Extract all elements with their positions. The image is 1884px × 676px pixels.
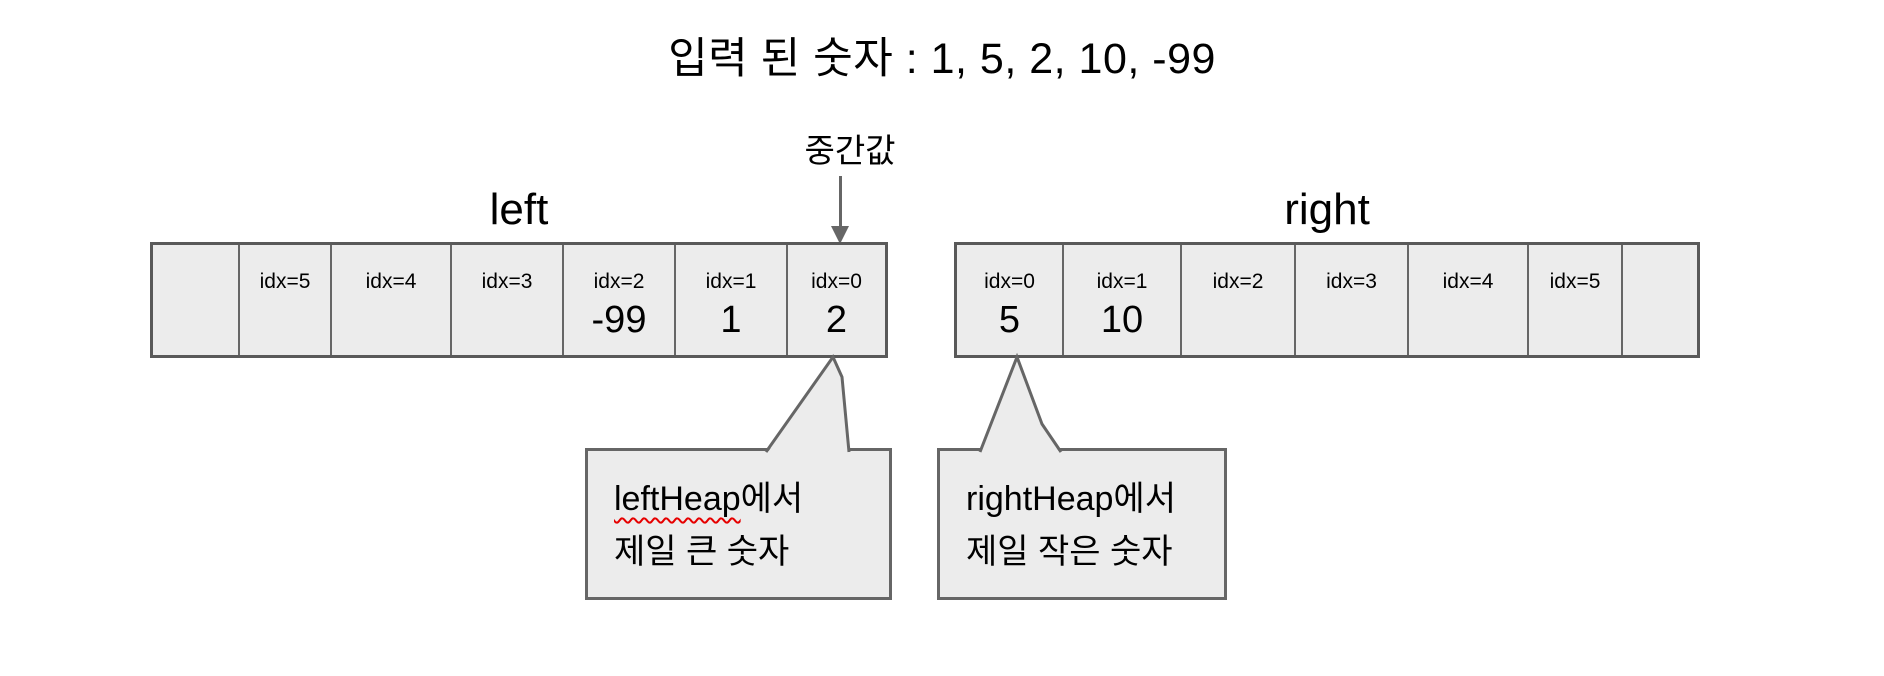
callout-line2: 제일 작은 숫자 bbox=[966, 533, 1173, 571]
cell-index-label: idx=3 bbox=[1326, 270, 1377, 293]
median-arrow-icon bbox=[839, 176, 842, 226]
array-cell: idx=3 bbox=[1296, 245, 1409, 355]
cell-index-label: idx=0 bbox=[984, 270, 1035, 293]
left-callout-tail-outline-icon bbox=[764, 353, 851, 453]
right-heap-heading: right bbox=[1284, 185, 1370, 234]
callout-term: leftHeap bbox=[614, 480, 741, 518]
array-cell: idx=0 2 bbox=[788, 245, 885, 355]
cell-index-label: idx=3 bbox=[481, 270, 533, 293]
array-cell: idx=2 -99 bbox=[564, 245, 676, 355]
left-callout-tail-icon bbox=[766, 356, 849, 455]
left-heap-array: idx=5 idx=4 idx=3 idx=2 -99 idx=1 1 idx=… bbox=[150, 242, 888, 358]
callout-term: rightHeap bbox=[966, 480, 1114, 518]
median-arrowhead-icon bbox=[831, 226, 849, 244]
array-cell: idx=4 bbox=[332, 245, 452, 355]
cell-index-label: idx=0 bbox=[811, 270, 862, 293]
cell-index-label: idx=2 bbox=[1212, 270, 1264, 293]
cell-index-label: idx=4 bbox=[365, 270, 417, 293]
cell-value: 1 bbox=[720, 299, 742, 341]
cell-index-label: idx=1 bbox=[1096, 270, 1148, 293]
right-heap-array: idx=0 5 idx=1 10 idx=2 idx=3 idx=4 idx=5 bbox=[954, 242, 1700, 358]
array-cell: idx=3 bbox=[452, 245, 564, 355]
array-cell: idx=5 bbox=[240, 245, 332, 355]
left-heap-callout: leftHeap에서 제일 큰 숫자 bbox=[585, 448, 892, 600]
cell-index-label: idx=5 bbox=[1549, 270, 1601, 293]
cell-index-label: idx=2 bbox=[593, 270, 645, 293]
median-label: 중간값 bbox=[804, 132, 896, 169]
cell-index-label: idx=4 bbox=[1442, 270, 1494, 293]
cell-value: -99 bbox=[591, 299, 647, 341]
right-heap-callout: rightHeap에서 제일 작은 숫자 bbox=[937, 448, 1227, 600]
cell-value: 2 bbox=[825, 299, 848, 341]
right-callout-tail-outline-icon bbox=[978, 352, 1063, 453]
array-cell: idx=4 bbox=[1409, 245, 1529, 355]
callout-suffix: 에서 bbox=[740, 480, 804, 518]
array-cell-spacer bbox=[153, 245, 240, 355]
callout-line2: 제일 큰 숫자 bbox=[614, 533, 790, 571]
callout-line1: leftHeap에서 bbox=[614, 473, 889, 526]
array-cell: idx=1 1 bbox=[676, 245, 788, 355]
callout-line1: rightHeap에서 bbox=[966, 473, 1224, 526]
cell-value: 10 bbox=[1100, 299, 1144, 341]
cell-index-label: idx=1 bbox=[705, 270, 757, 293]
array-cell: idx=0 5 bbox=[957, 245, 1064, 355]
callout-suffix: 에서 bbox=[1113, 480, 1176, 518]
page-title: 입력 된 숫자 : 1, 5, 2, 10, -99 bbox=[668, 35, 1216, 83]
right-callout-tail-icon bbox=[980, 356, 1061, 455]
array-cell: idx=5 bbox=[1529, 245, 1623, 355]
left-heap-heading: left bbox=[489, 185, 549, 234]
array-cell: idx=2 bbox=[1182, 245, 1296, 355]
cell-index-label: idx=5 bbox=[259, 270, 311, 293]
cell-value: 5 bbox=[998, 299, 1021, 341]
array-cell-spacer bbox=[1623, 245, 1697, 355]
array-cell: idx=1 10 bbox=[1064, 245, 1182, 355]
